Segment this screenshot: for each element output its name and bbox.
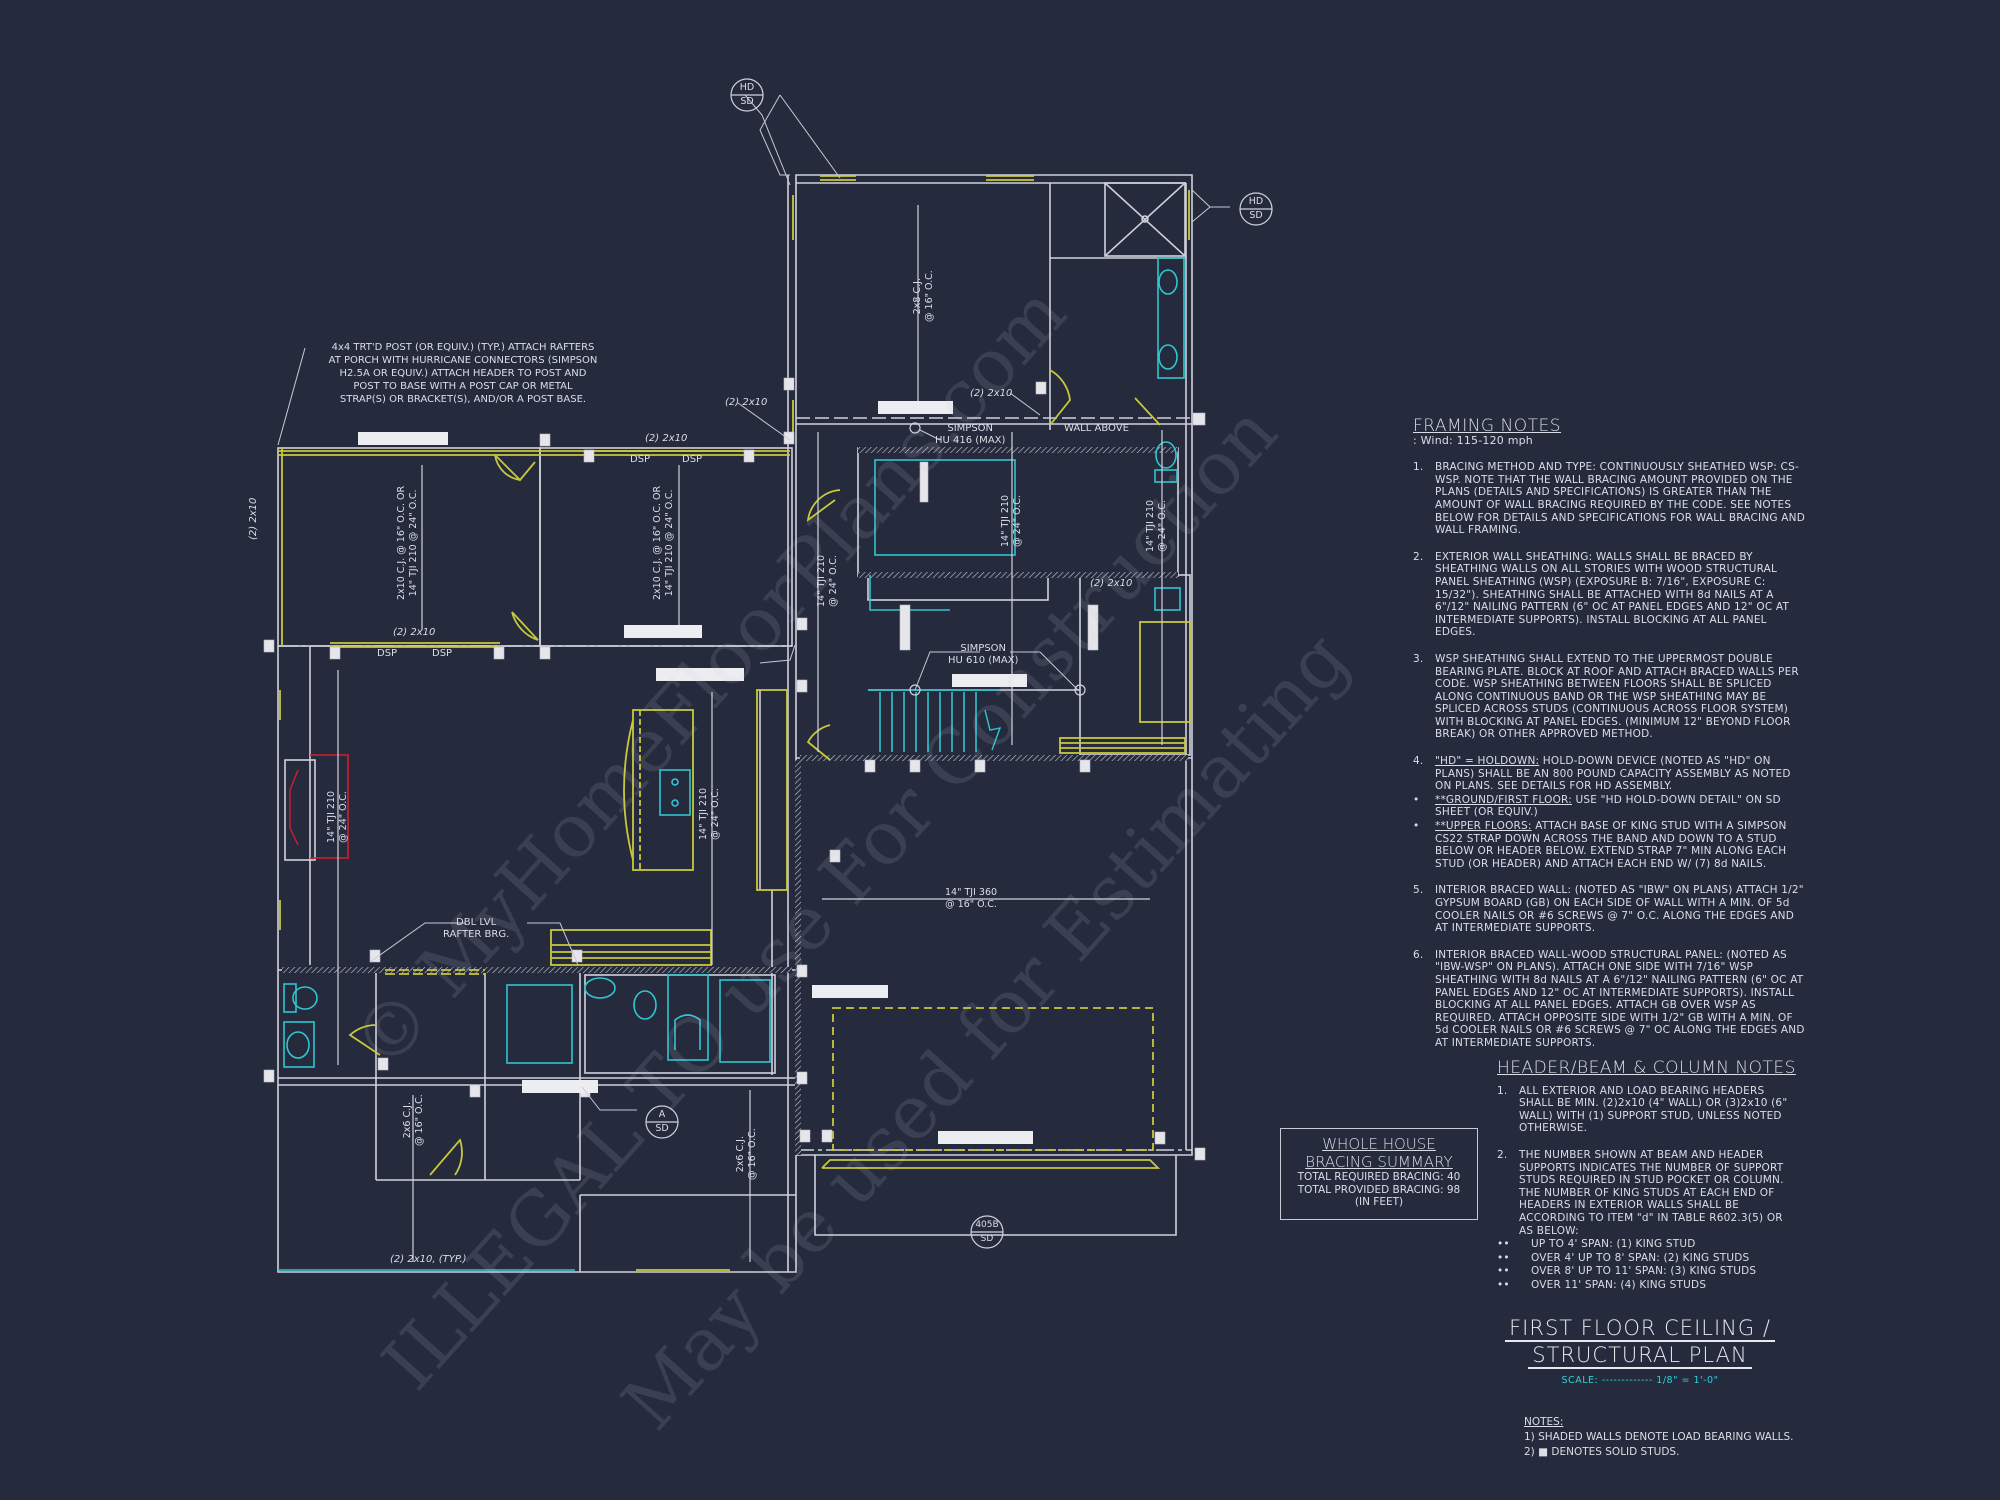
bracing-units: (IN FEET) bbox=[1354, 1196, 1404, 1208]
framing-notes-title: FRAMING NOTES bbox=[1413, 416, 1562, 436]
provided-bracing: TOTAL PROVIDED BRACING: 98 bbox=[1297, 1183, 1461, 1196]
framing-note-item: 2.EXTERIOR WALL SHEATHING: WALLS SHALL B… bbox=[1413, 550, 1790, 639]
load-bearing-walls bbox=[282, 447, 1188, 1155]
framing-note-item: 6.INTERIOR BRACED WALL-WOOD STRUCTURAL P… bbox=[1413, 948, 1805, 1049]
framing-note-bullet: •**GROUND/FIRST FLOOR: USE "HD HOLD-DOWN… bbox=[1413, 793, 1781, 819]
plan-title-block: FIRST FLOOR CEILING / STRUCTURAL PLAN SC… bbox=[1490, 1315, 1790, 1386]
header-notes-title: HEADER/BEAM & COLUMN NOTES bbox=[1497, 1058, 1796, 1078]
framing-note-item: 5.INTERIOR BRACED WALL: (NOTED AS "IBW" … bbox=[1413, 884, 1804, 935]
legend-notes: NOTES: 1) SHADED WALLS DENOTE LOAD BEARI… bbox=[1524, 1415, 1794, 1460]
header-note-item: 2.THE NUMBER SHOWN AT BEAM AND HEADER SU… bbox=[1497, 1148, 1784, 1237]
wind-speed: : Wind: 115-120 mph bbox=[1413, 433, 1533, 447]
framing-note-bullet: •**UPPER FLOORS: ATTACH BASE OF KING STU… bbox=[1413, 820, 1787, 870]
header-note-item: 1.ALL EXTERIOR AND LOAD BEARING HEADERS … bbox=[1497, 1084, 1788, 1135]
legend-note-1: 1) SHADED WALLS DENOTE LOAD BEARING WALL… bbox=[1524, 1431, 1794, 1443]
legend-note-2: 2) ■ DENOTES SOLID STUDS. bbox=[1524, 1446, 1680, 1458]
king-stud-bullet: ••UP TO 4' SPAN: (1) KING STUD bbox=[1497, 1238, 1696, 1251]
framing-note-item: 1.BRACING METHOD AND TYPE: CONTINUOUSLY … bbox=[1413, 461, 1805, 537]
legend-notes-heading: NOTES: bbox=[1524, 1416, 1564, 1428]
framing-note-item: 3.WSP SHEATHING SHALL EXTEND TO THE UPPE… bbox=[1413, 652, 1799, 741]
king-stud-bullet: ••OVER 8' UP TO 11' SPAN: (3) KING STUDS bbox=[1497, 1265, 1757, 1278]
king-stud-bullet: ••OVER 11' SPAN: (4) KING STUDS bbox=[1497, 1278, 1707, 1291]
framing-notes: FRAMING NOTES : Wind: 115-120 mph 1.BRAC… bbox=[1413, 416, 1808, 1064]
plan-scale: SCALE: ------------- 1/8" = 1'-0" bbox=[1561, 1375, 1719, 1386]
plan-title-line-1: FIRST FLOOR CEILING / bbox=[1490, 1315, 1790, 1342]
king-stud-bullet: ••OVER 4' UP TO 8' SPAN: (2) KING STUDS bbox=[1497, 1251, 1750, 1264]
framing-note-item: 4."HD" = HOLDOWN: HOLD-DOWN DEVICE (NOTE… bbox=[1413, 755, 1791, 793]
plan-title-line-2: STRUCTURAL PLAN bbox=[1490, 1342, 1790, 1369]
required-bracing: TOTAL REQUIRED BRACING: 40 bbox=[1297, 1171, 1461, 1183]
header-beam-notes: HEADER/BEAM & COLUMN NOTES 1.ALL EXTERIO… bbox=[1497, 1058, 1797, 1293]
